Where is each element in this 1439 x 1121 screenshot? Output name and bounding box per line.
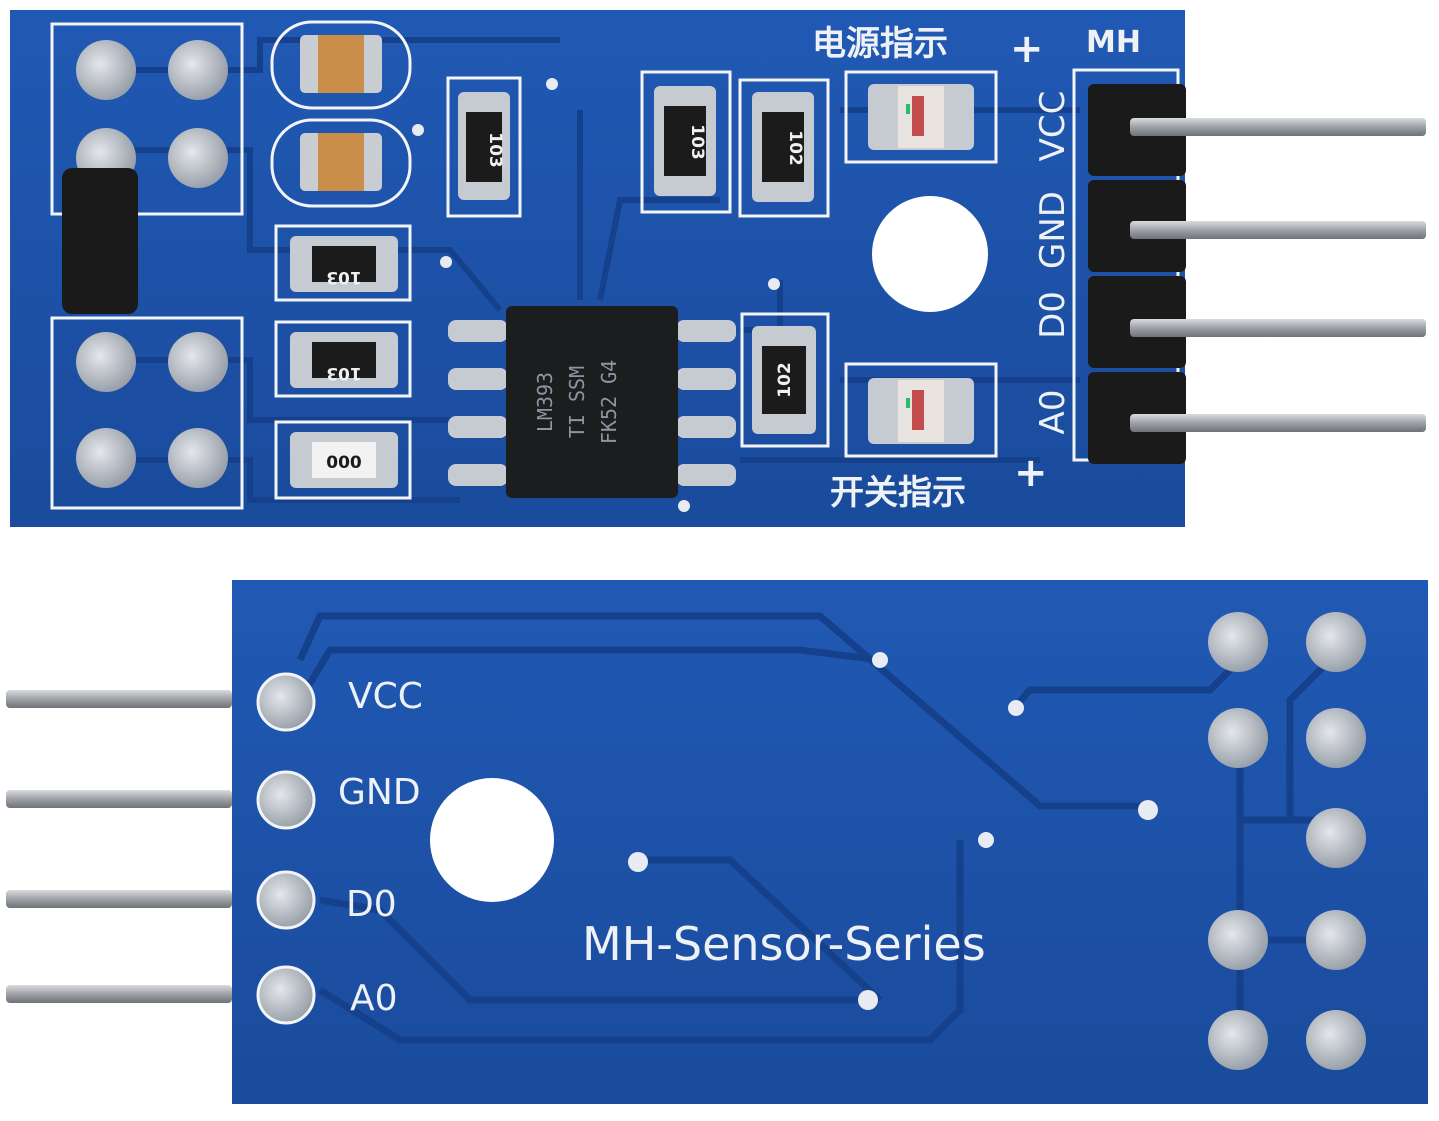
resistor-r6-label: 102 — [775, 362, 795, 398]
bottom-pin-a0 — [6, 985, 232, 1003]
top-capacitors — [270, 20, 412, 208]
chip-leads — [448, 320, 736, 486]
top-pin-label-a0: A0 — [1033, 390, 1073, 435]
resistor-r7: 000 — [274, 420, 412, 500]
bottom-header-pins — [6, 690, 232, 1003]
bottom-pin-gnd — [6, 790, 232, 808]
bottom-pin-label-a0: A0 — [350, 978, 398, 1019]
top-sensor-element — [62, 168, 138, 314]
lm393-chip: LM393 TI SSM FK52 G4 — [448, 306, 736, 498]
resistor-r3: 102 — [738, 78, 830, 218]
top-left-pads — [76, 40, 228, 488]
top-board: 103 103 102 103 — [10, 10, 1426, 527]
bottom-pin-d0 — [6, 890, 232, 908]
resistor-r2-label: 103 — [687, 124, 707, 160]
resistor-r5: 103 — [274, 320, 412, 398]
chip-line-3: FK52 G4 — [597, 360, 621, 444]
resistor-r2: 103 — [640, 70, 732, 214]
chip-line-2: TI SSM — [565, 366, 589, 438]
bottom-vias — [628, 652, 1158, 1010]
switch-led — [844, 362, 998, 458]
switch-indicator-plus: + — [1014, 450, 1048, 496]
chip-line-1: LM393 — [533, 372, 557, 432]
power-indicator-label: 电源指示 — [812, 24, 948, 64]
top-pin-label-d0: D0 — [1033, 291, 1073, 339]
power-led — [844, 70, 998, 164]
resistor-r4: 103 — [274, 224, 412, 302]
top-header-pin-tips — [1130, 118, 1426, 432]
bottom-left-pads — [256, 672, 316, 1025]
bottom-pin-label-gnd: GND — [338, 772, 421, 813]
switch-indicator-label: 开关指示 — [830, 473, 966, 513]
top-pad-frame-upper — [50, 22, 244, 216]
bottom-board: VCC GND D0 A0 MH-Sensor-Series — [6, 580, 1428, 1104]
resistor-r3-label: 102 — [785, 130, 805, 166]
top-mounting-hole — [872, 196, 988, 312]
series-label: MH-Sensor-Series — [582, 917, 986, 971]
bottom-pin-vcc — [6, 690, 232, 708]
resistor-r1-label: 103 — [485, 132, 505, 168]
resistor-r5-label: 103 — [326, 363, 362, 383]
top-vias — [412, 78, 780, 512]
resistor-r1: 103 — [446, 76, 522, 218]
top-pin-label-gnd: GND — [1033, 191, 1073, 269]
resistor-r4-label: 103 — [326, 267, 362, 287]
bottom-mounting-hole — [430, 778, 554, 902]
top-header-label: MH — [1086, 25, 1141, 60]
bottom-pin-label-vcc: VCC — [348, 676, 423, 717]
top-pad-frame-lower — [50, 316, 244, 510]
top-pin-label-vcc: VCC — [1033, 91, 1073, 162]
bottom-pin-label-d0: D0 — [346, 884, 397, 925]
top-resistors: 103 103 102 103 — [274, 70, 830, 500]
resistor-r7-label: 000 — [326, 453, 362, 473]
bottom-right-pads — [1208, 612, 1366, 1070]
power-indicator-plus: + — [1010, 26, 1044, 72]
resistor-r6: 102 — [740, 312, 830, 448]
